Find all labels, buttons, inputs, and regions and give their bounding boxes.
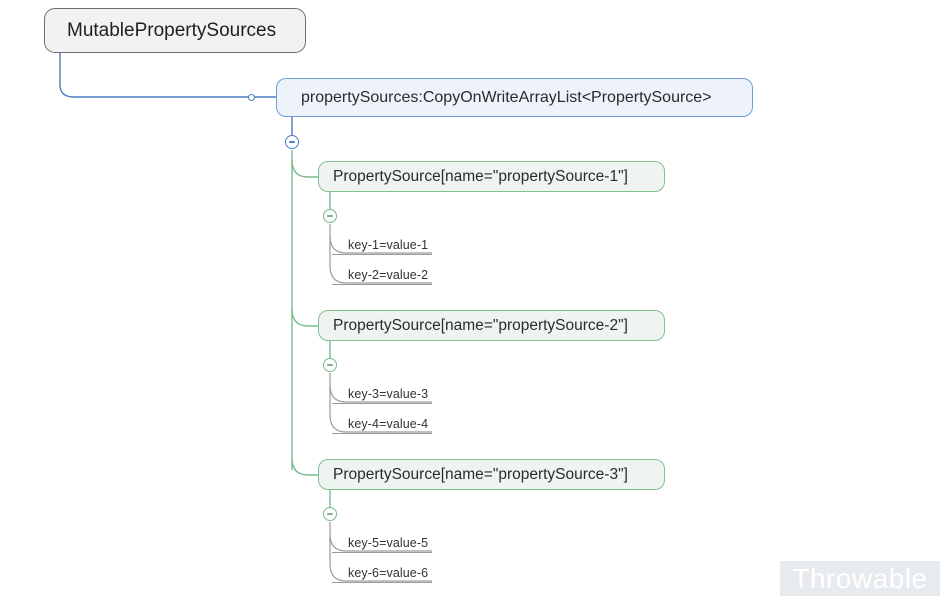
root-node[interactable]: MutablePropertySources (44, 8, 306, 53)
leaf-baseline-rule (332, 582, 432, 583)
edge-spine-to-group-3 (291, 457, 318, 476)
root-node-label: MutablePropertySources (67, 19, 277, 41)
leaf-baseline-rule (332, 403, 432, 404)
field-node-label: propertySources:CopyOnWriteArrayList<Pro… (301, 88, 712, 106)
collapse-toggle-group-1[interactable] (323, 209, 337, 223)
leaf-label: key-1=value-1 (348, 238, 429, 252)
leaf-item[interactable]: key-3=value-3 (332, 387, 432, 404)
edge-spine-to-group-2 (291, 308, 318, 327)
leaf-label: key-2=value-2 (348, 268, 429, 282)
group-node-3[interactable]: PropertySource[name="propertySource-3"] (318, 459, 665, 490)
edge-spine-to-group-1 (291, 159, 318, 178)
group-node-1-label: PropertySource[name="propertySource-1"] (333, 167, 628, 185)
leaf-item[interactable]: key-5=value-5 (332, 536, 432, 553)
group-node-1[interactable]: PropertySource[name="propertySource-1"] (318, 161, 665, 192)
edge-joint-circle (248, 94, 255, 101)
leaf-label: key-6=value-6 (348, 566, 429, 580)
minus-icon (327, 513, 333, 515)
watermark-label: Throwable (792, 562, 928, 594)
collapse-toggle-group-3[interactable] (323, 507, 337, 521)
leaf-baseline-rule (332, 433, 432, 434)
leaf-item[interactable]: key-6=value-6 (332, 566, 432, 583)
group-node-2-label: PropertySource[name="propertySource-2"] (333, 316, 628, 334)
leaf-label: key-4=value-4 (348, 417, 429, 431)
minus-icon (289, 141, 295, 143)
group-node-3-label: PropertySource[name="propertySource-3"] (333, 465, 628, 483)
leaf-baseline-rule (332, 254, 432, 255)
collapse-toggle-field[interactable] (285, 135, 299, 149)
leaf-item[interactable]: key-4=value-4 (332, 417, 432, 434)
minus-icon (327, 364, 333, 366)
watermark: Throwable (780, 561, 940, 596)
leaf-label: key-5=value-5 (348, 536, 429, 550)
leaf-baseline-rule (332, 284, 432, 285)
minus-icon (327, 215, 333, 217)
field-node[interactable]: propertySources:CopyOnWriteArrayList<Pro… (276, 78, 753, 117)
edge-root-to-field (59, 53, 276, 98)
leaf-item[interactable]: key-2=value-2 (332, 268, 432, 285)
collapse-toggle-group-2[interactable] (323, 358, 337, 372)
group-node-2[interactable]: PropertySource[name="propertySource-2"] (318, 310, 665, 341)
leaf-item[interactable]: key-1=value-1 (332, 238, 432, 255)
leaf-baseline-rule (332, 552, 432, 553)
leaf-label: key-3=value-3 (348, 387, 429, 401)
